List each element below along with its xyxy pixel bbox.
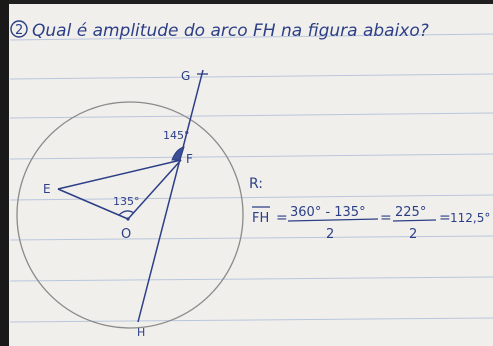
fraction-1-numerator: 360° - 135° <box>290 205 366 220</box>
equals-2: = <box>380 210 392 226</box>
question-heading: 2 Qual é amplitude do arco FH na figura … <box>10 20 429 41</box>
point-label-g: G <box>181 69 190 83</box>
answer-result: 112,5° <box>450 211 490 225</box>
answer-block: R: FH = 360° - 135° 2 = 225° 2 = 112,5° <box>249 176 490 242</box>
paper-sheet <box>8 4 493 346</box>
center-point <box>126 217 130 221</box>
fraction-2-denominator: 2 <box>409 227 417 242</box>
point-label-o: O <box>121 227 131 242</box>
angle-label-outer: 145° <box>163 129 190 142</box>
segment-eo <box>57 188 129 220</box>
segment-ef <box>57 159 182 190</box>
circle <box>16 101 244 329</box>
ruled-lines <box>9 33 493 323</box>
answer-label: R: <box>249 176 263 192</box>
equals-1: = <box>276 210 288 226</box>
fraction-2-bar <box>392 219 437 222</box>
angle-label-center: 135° <box>113 195 140 208</box>
secant-line <box>137 69 204 323</box>
point-label-f: F <box>186 152 193 166</box>
point-label-e: E <box>43 182 51 196</box>
question-number: 2 <box>15 23 23 38</box>
equals-3: = <box>439 210 451 226</box>
fraction-1-denominator: 2 <box>326 227 334 242</box>
answer-arc-name: FH <box>252 211 269 226</box>
fraction-2-numerator: 225° <box>395 205 426 220</box>
fraction-1-bar <box>287 218 379 222</box>
outer-angle-mark <box>171 146 185 161</box>
point-label-h: H <box>137 326 145 339</box>
circle-figure: G F E O H 145° 135° <box>16 69 244 339</box>
question-number-circle <box>10 20 28 38</box>
question-text: Qual é amplitude do arco FH na figura ab… <box>32 21 429 41</box>
segment-of <box>127 159 182 220</box>
paper-shadow-left <box>0 0 9 346</box>
center-angle-arc <box>118 210 135 216</box>
